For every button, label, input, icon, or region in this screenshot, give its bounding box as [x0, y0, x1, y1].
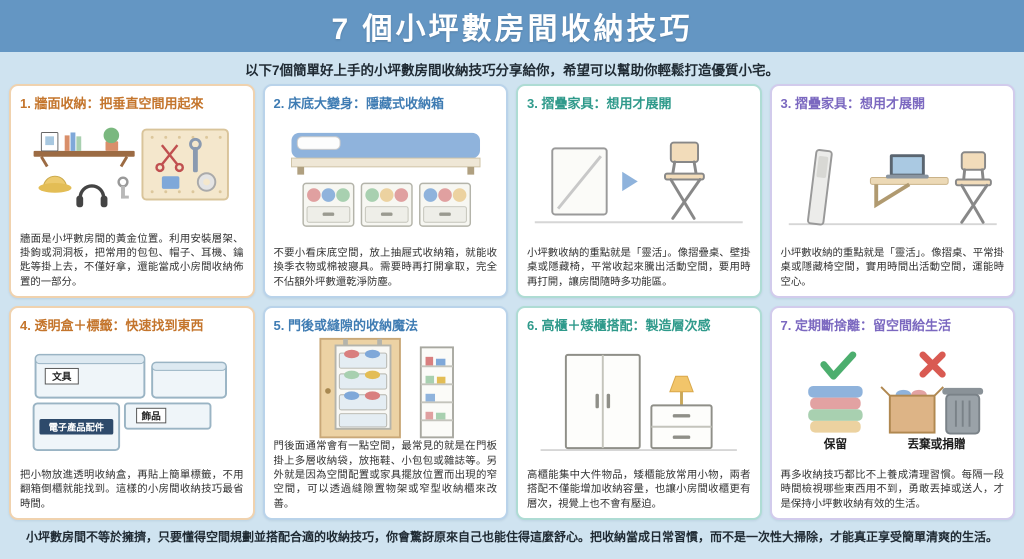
infographic-page: 7 個小坪數房間收納技巧 以下7個簡單好上手的小坪數房間收納技巧分享給你，希望可… — [0, 0, 1024, 545]
storage-box-icon — [418, 182, 471, 227]
tip-card-2-title: 2. 床底大變身：隱藏式收納箱 — [273, 96, 444, 111]
tip-card-3: 3. 摺疊家具：想用才展開 — [516, 84, 762, 298]
over-door-organizer-icon — [334, 338, 391, 430]
x-icon — [918, 351, 946, 378]
tip-card-2: 2. 床底大變身：隱藏式收納箱 — [262, 84, 508, 298]
folded-chair-leaning-icon — [806, 149, 833, 226]
wall-desk-illustration — [788, 149, 997, 226]
tip-card-7-illustration — [527, 336, 751, 469]
tip-card-1-illustration — [20, 114, 244, 233]
tall-wardrobe-icon — [564, 353, 641, 450]
folded-wall-table-icon — [551, 147, 608, 216]
keep-label: 保留 — [822, 437, 846, 451]
tip-card-3-body: 小坪數收納的重點就是「靈活」。像摺疊桌、壁掛桌或隱藏椅，平常收起來騰出活動空間，… — [527, 247, 751, 288]
tip-card-8-title: 7. 定期斷捨離：留空間給生活 — [780, 318, 951, 333]
slim-shelf-icon — [419, 346, 454, 439]
tip-card-1-title: 1. 牆面收納：把垂直空間用起來 — [20, 96, 204, 111]
bed-icon — [290, 132, 480, 175]
underbed-storage-illustration — [290, 132, 480, 227]
laptop-icon — [885, 154, 929, 179]
cabinets-illustration — [540, 353, 737, 452]
clear-box-icon: 文具 — [34, 353, 146, 399]
wall-shelf — [33, 127, 135, 168]
pegboard — [141, 128, 229, 201]
pouch-icon — [161, 176, 180, 189]
tip-card-4-body: 小坪數收納的重點就是「靈活」。像摺桌、平常掛桌或隱藏椅空間，實用時間出活動空間，… — [780, 247, 1005, 288]
tip-card-6-title: 5. 門後或縫隙的收納魔法 — [273, 318, 418, 333]
page-title: 7 個小坪數房間收納技巧 — [331, 13, 693, 46]
tip-card-3-title: 3. 摺疊家具：想用才展開 — [527, 96, 672, 111]
tip-card-5: 4. 透明盒＋標籤：快速找到東西 文具 — [9, 306, 255, 520]
tip-card-6-body: 門後面通常會有一點空間，最常見的就是在門板掛上多層收納袋，放拖鞋、小包包或雜誌等… — [273, 441, 498, 510]
tip-card-1-body: 牆面是小坪數房間的黃金位置。利用安裝層架、掛鉤或洞洞板，把常用的包包、帽子、耳機… — [20, 233, 244, 288]
tip-card-7: 6. 高櫃＋矮櫃搭配：製造層次感 — [516, 306, 762, 520]
tip-card-2-body: 不要小看床底空間，放上抽屜式收納箱，就能收換季衣物或棉被寢具。需要時再打開拿取，… — [273, 247, 498, 288]
footer-note: 小坪數房間不等於擁擠，只要懂得空間規劃並搭配合適的收納技巧，你會驚訝原來自己也能… — [0, 520, 1024, 545]
tip-card-4-title: 3. 摺疊家具：想用才展開 — [780, 96, 925, 111]
tip-card-5-body: 把小物放進透明收納盒，再貼上簡單標籤，不用翻箱倒櫃就能找到。這樣的小房間收納技巧… — [20, 469, 244, 510]
cardboard-box-icon — [879, 386, 944, 434]
wall-desk-icon — [869, 177, 949, 209]
folding-furniture-illustration — [534, 141, 743, 224]
table-lamp-icon — [669, 375, 694, 406]
box-label-stationery: 文具 — [52, 370, 72, 383]
clear-box-icon — [151, 361, 227, 399]
subtitle: 以下7個簡單好上手的小坪數房間收納技巧分享給你，希望可以幫助你輕鬆打造優質小宅。 — [244, 63, 779, 78]
trash-bin-icon — [941, 387, 983, 435]
storage-box-icon — [301, 182, 354, 227]
tape-roll-icon — [196, 172, 217, 192]
discard-label: 丟棄或捐贈 — [907, 437, 965, 451]
keys-icon — [117, 176, 129, 199]
header-banner: 7 個小坪數房間收納技巧 — [0, 0, 1024, 52]
tip-card-8-body: 再多收納技巧都比不上養成清理習慣。每隔一段時間檢視哪些東西用不到，勇敢丟掉或送人… — [780, 469, 1005, 510]
tips-grid: 1. 牆面收納：把垂直空間用起來 — [0, 84, 1024, 520]
storage-box-icon — [360, 182, 413, 227]
box-label-accessories: 飾品 — [141, 409, 161, 422]
tip-card-6-illustration — [274, 336, 498, 440]
tip-card-7-body: 高櫃能集中大件物品，矮櫃能放常用小物，兩者搭配不僅能增加收納容量，也讓小房間收櫃… — [527, 469, 751, 510]
straw-hat-icon — [38, 175, 72, 193]
check-icon — [819, 351, 856, 380]
tip-card-7-title: 6. 高櫃＋矮櫃搭配：製造層次感 — [527, 318, 711, 333]
box-label-electronics: 電子產品配件 — [49, 422, 104, 433]
tip-card-8-illustration: 保留 丟棄或捐贈 — [781, 336, 1005, 469]
clothes-stack-icon — [807, 385, 863, 433]
scissors-icon — [155, 144, 184, 173]
wrench-icon — [189, 137, 202, 173]
footer-text: 小坪數房間不等於擁擠，只要懂得空間規劃並搭配合適的收納技巧，你會驚訝原來自己也能… — [25, 530, 998, 544]
folding-chair-icon — [954, 151, 992, 224]
door-organizer-illustration — [318, 337, 454, 439]
clear-box-icon: 飾品 — [123, 402, 212, 430]
folding-chair-icon — [664, 141, 705, 220]
tip-card-3-illustration — [527, 114, 751, 247]
wall-storage-illustration — [33, 127, 229, 208]
tip-card-5-illustration: 文具 飾品 電子產品配件 — [20, 336, 244, 469]
low-cabinet-icon — [650, 404, 713, 450]
headphones-icon — [76, 184, 108, 208]
declutter-illustration: 保留 丟棄或捐贈 — [807, 351, 983, 451]
tip-card-5-title: 4. 透明盒＋標籤：快速找到東西 — [20, 318, 204, 333]
arrow-right-icon — [622, 171, 638, 192]
tip-card-6: 5. 門後或縫隙的收納魔法 — [262, 306, 508, 520]
tip-card-4: 3. 摺疊家具：想用才展開 — [769, 84, 1015, 298]
tip-card-8: 7. 定期斷捨離：留空間給生活 保留 — [769, 306, 1015, 520]
tip-card-2-illustration — [274, 114, 498, 247]
tip-card-1: 1. 牆面收納：把垂直空間用起來 — [9, 84, 255, 298]
labeled-boxes-illustration: 文具 飾品 電子產品配件 — [32, 353, 227, 452]
tip-card-4-illustration — [781, 114, 1005, 247]
clear-box-icon: 電子產品配件 — [32, 402, 121, 452]
